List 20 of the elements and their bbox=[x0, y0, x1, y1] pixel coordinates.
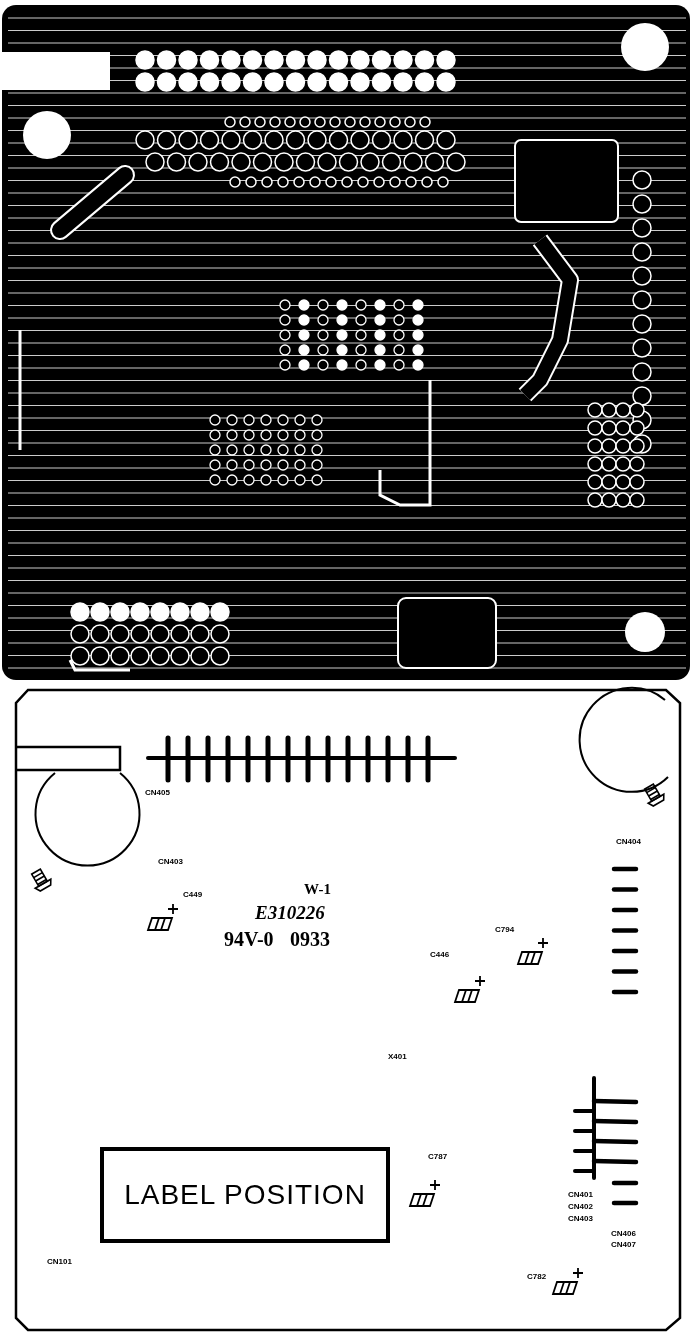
component-designator: CN407 bbox=[611, 1241, 636, 1249]
marking-text: E310226 bbox=[255, 903, 325, 922]
component-designator: CN403 bbox=[568, 1215, 593, 1223]
component-designator: C787 bbox=[428, 1153, 448, 1161]
component-designator: C446 bbox=[430, 951, 450, 959]
marking-text: 0933 bbox=[290, 929, 330, 949]
component-designator: CN403 bbox=[158, 858, 183, 866]
component-designator: CN402 bbox=[568, 1203, 593, 1211]
component-designator: C794 bbox=[495, 926, 515, 934]
component-designator: X401 bbox=[388, 1053, 407, 1061]
component-designator: CN101 bbox=[47, 1258, 72, 1266]
component-designator: C449 bbox=[183, 891, 203, 899]
label-area-box: LABEL POSITION bbox=[100, 1147, 390, 1243]
component-designator: CN406 bbox=[611, 1230, 636, 1238]
component-designator: CN405 bbox=[145, 789, 170, 797]
marking-text: 94V-0 bbox=[224, 929, 274, 949]
component-designator: C782 bbox=[527, 1273, 547, 1281]
marking-text: W-1 bbox=[304, 882, 331, 897]
component-designator: CN404 bbox=[616, 838, 641, 846]
component-designator: CN401 bbox=[568, 1191, 593, 1199]
